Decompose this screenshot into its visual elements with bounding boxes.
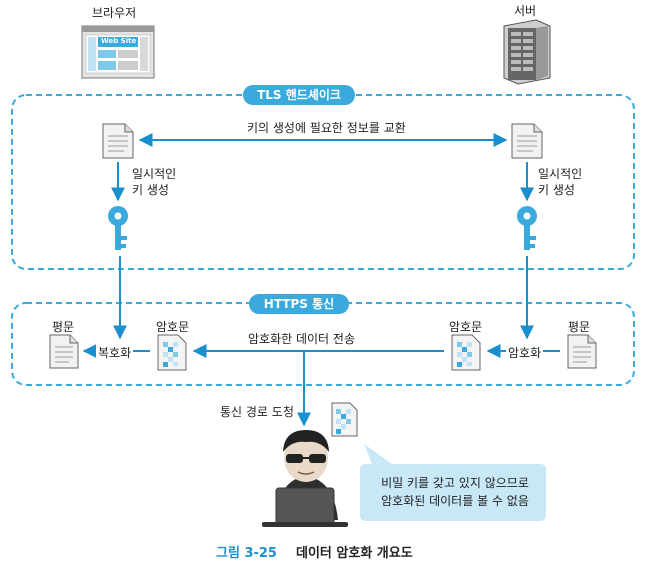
right-key-icon bbox=[517, 206, 537, 250]
right-keygen-label-line1: 일시적인 bbox=[538, 167, 583, 181]
browser-screen-text: Web Site bbox=[101, 37, 137, 45]
tls-title: TLS 핸드셰이크 bbox=[243, 85, 355, 105]
left-ciphertext-document-icon bbox=[157, 334, 187, 371]
left-keygen-label-line1: 일시적인 bbox=[132, 167, 177, 181]
browser-icon bbox=[81, 25, 155, 79]
left-keygen-label-line2: 키 생성 bbox=[132, 183, 169, 197]
bubble-line1: 비밀 키를 갖고 있지 않으므로 bbox=[381, 476, 529, 490]
right-keygen-label-line2: 키 생성 bbox=[538, 183, 575, 197]
encrypt-label: 암호화 bbox=[506, 344, 544, 361]
tls-handshake-box bbox=[11, 94, 635, 270]
browser-label: 브라우저 bbox=[92, 6, 137, 20]
speech-bubble bbox=[360, 444, 546, 521]
intercepted-ciphertext-document-icon bbox=[331, 402, 358, 437]
right-plaintext-document-icon bbox=[567, 334, 597, 369]
left-plaintext-document-icon bbox=[49, 334, 79, 369]
left-plaintext-label: 평문 bbox=[52, 320, 75, 334]
left-ciphertext-label: 암호문 bbox=[156, 320, 190, 334]
https-title: HTTPS 통신 bbox=[249, 294, 349, 314]
right-ciphertext-document-icon bbox=[451, 334, 481, 371]
figure-number: 그림 3-25 bbox=[216, 546, 277, 561]
server-icon bbox=[503, 19, 551, 85]
left-key-icon bbox=[108, 206, 128, 250]
eavesdrop-label: 통신 경로 도청 bbox=[220, 405, 294, 419]
right-plaintext-label: 평문 bbox=[568, 320, 591, 334]
right-document-icon bbox=[511, 123, 543, 159]
decrypt-label: 복호화 bbox=[96, 344, 134, 361]
exchange-label: 키의 생성에 필요한 정보를 교환 bbox=[247, 121, 406, 135]
left-document-icon bbox=[102, 123, 134, 159]
bubble-line2: 암호화된 데이터를 볼 수 없음 bbox=[381, 494, 529, 508]
transfer-label: 암호화한 데이터 전송 bbox=[248, 332, 355, 346]
right-ciphertext-label: 암호문 bbox=[449, 320, 483, 334]
attacker-icon bbox=[262, 430, 348, 527]
figure-title: 데이터 암호화 개요도 bbox=[296, 546, 413, 561]
server-label: 서버 bbox=[514, 4, 537, 18]
https-communication-box bbox=[11, 302, 635, 386]
